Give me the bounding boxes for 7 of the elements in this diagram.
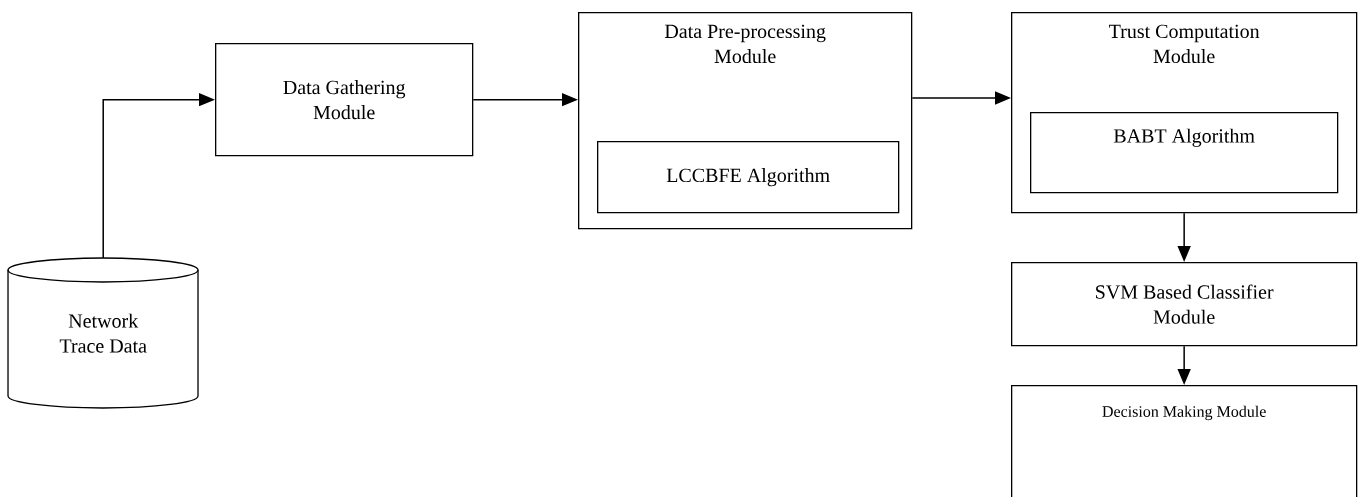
module-box: SVM Based Classifier Module [1011,262,1358,347]
algorithm-box: LCCBFE Algorithm [597,141,900,214]
module-box: Data Gathering Module [215,43,474,157]
module-box: Decision Making Module [1011,385,1358,497]
node-label: Network Trace Data [59,313,147,353]
algorithm-box: BABT Algorithm [1030,112,1339,194]
database-cylinder: Network Trace Data [7,257,199,409]
